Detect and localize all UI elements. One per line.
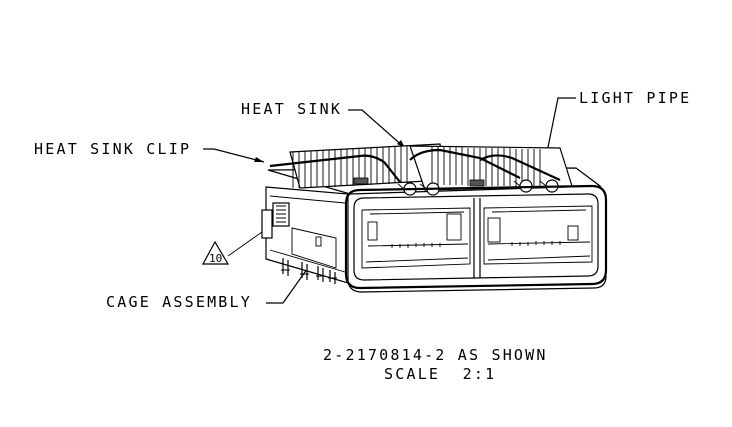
press-fit-pins [281,258,337,284]
front-bezel [344,184,608,293]
light-pipe-leader [544,97,576,163]
note-flag: 10 [201,231,263,265]
heat-sink-clip-leader [203,148,265,163]
light-pipe-label: LIGHT PIPE [579,89,691,107]
scale-caption: SCALE 2:1 [384,365,496,383]
heat-sink-clip-label: HEAT SINK CLIP [34,140,191,158]
heat-sink-label: HEAT SINK [241,100,342,118]
note-flag-triangle-icon [201,240,230,265]
heat-sink-assembly [269,143,573,196]
heat-sink-clip [269,148,561,183]
port-left [361,207,471,269]
port-right [483,205,593,265]
heat-sink-leader [348,109,406,149]
part-number-caption: 2-2170814-2 AS SHOWN [323,346,548,364]
cage-assembly-label: CAGE ASSEMBLY [106,293,252,311]
note-flag-number: 10 [209,252,222,265]
leader-lines [203,97,576,304]
